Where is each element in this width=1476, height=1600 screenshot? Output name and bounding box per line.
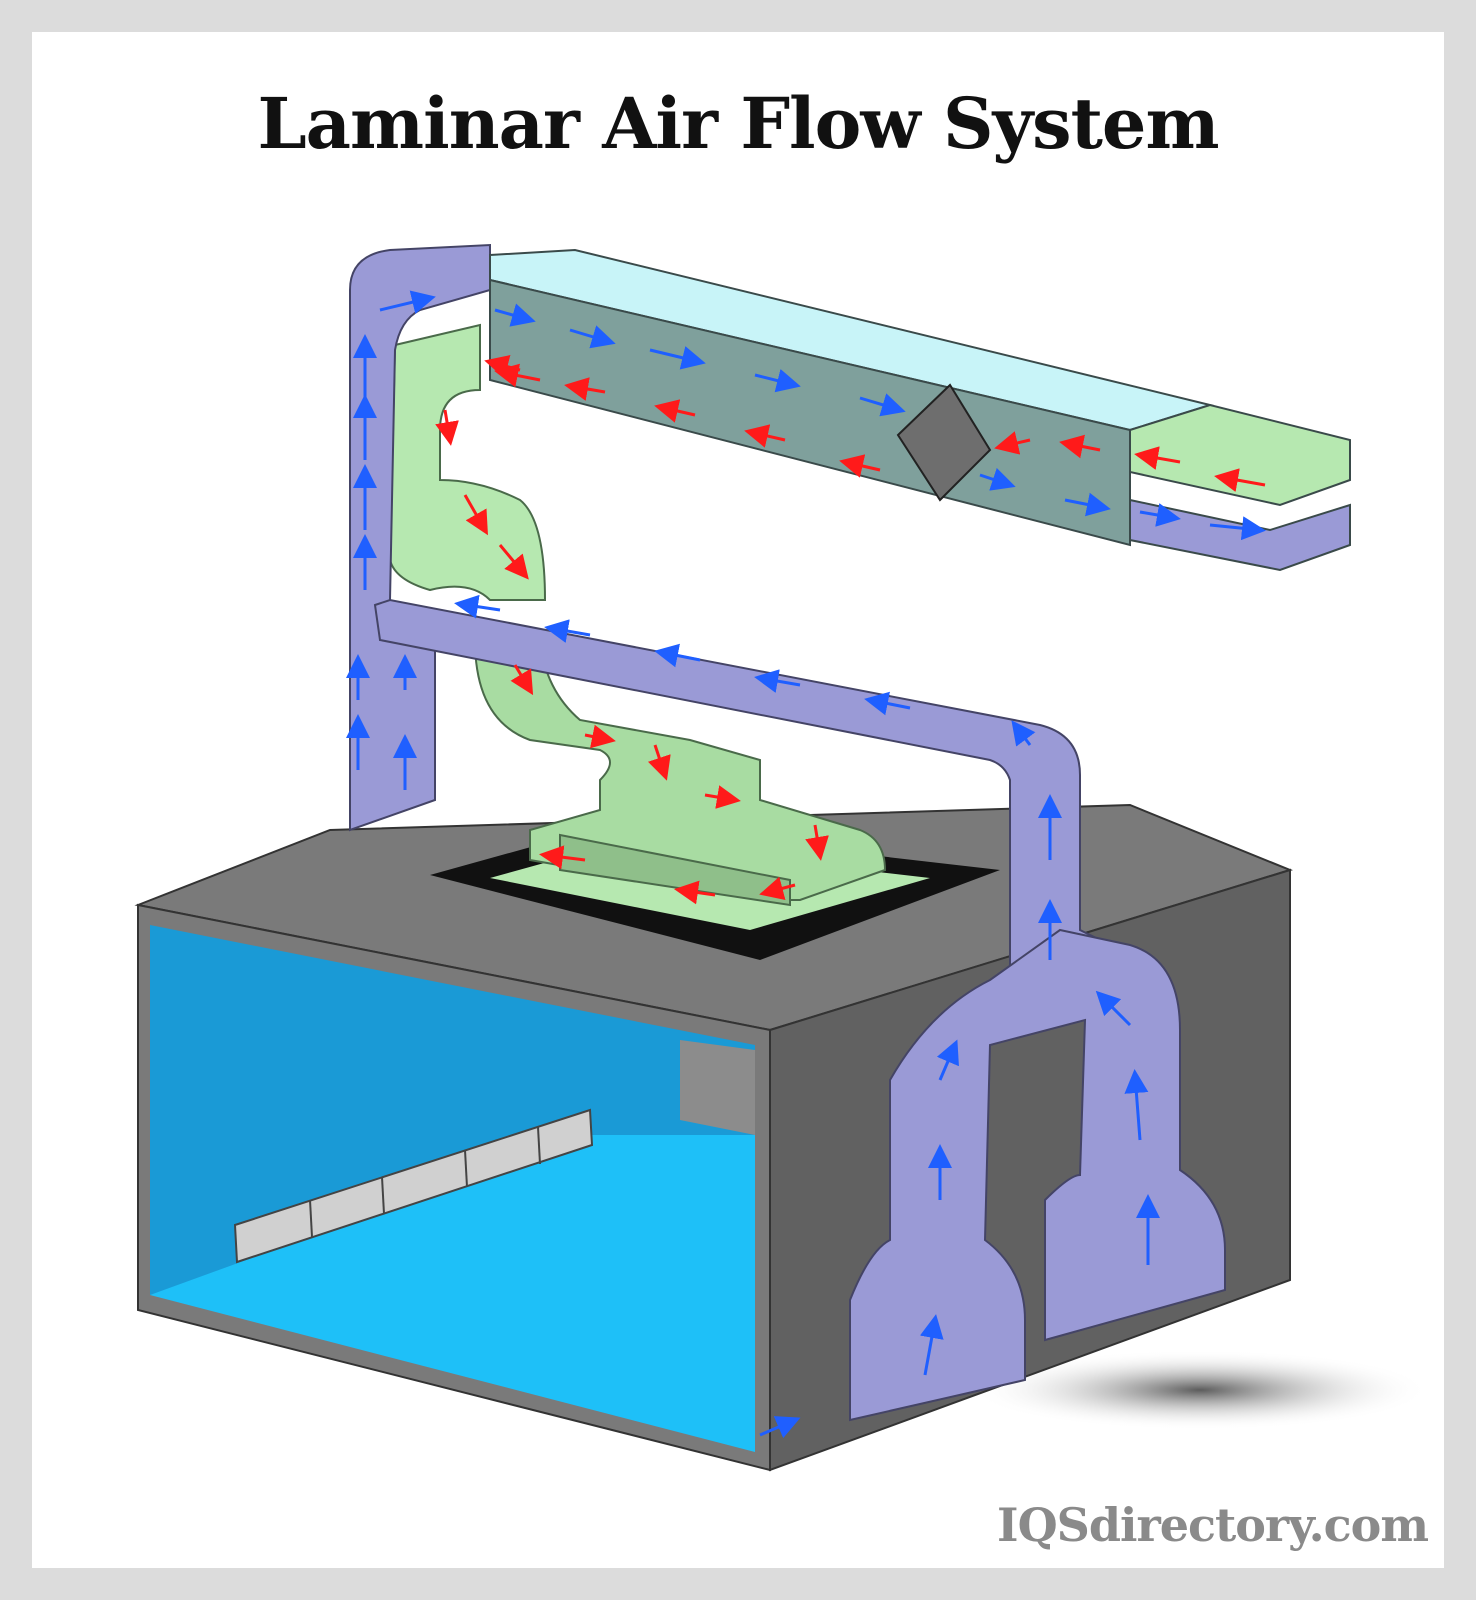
return-airflow-arrow-icon [1134, 446, 1181, 470]
filter-grille [233, 1108, 594, 1264]
supply-airflow-arrow-icon [859, 393, 906, 417]
supply-airflow-arrow-icon [454, 594, 501, 619]
supply-airflow-arrow-icon [1011, 720, 1036, 747]
return-airflow-arrow-icon [494, 363, 541, 388]
supply-airflow-arrow-icon [544, 619, 591, 643]
return-airflow-arrow-icon [1059, 434, 1101, 459]
supply-airflow-arrow-icon [759, 1416, 801, 1439]
supply-airflow-arrow-icon [936, 1039, 959, 1081]
return-airflow-arrow-icon [994, 431, 1031, 455]
main-overhead-duct [489, 248, 1351, 572]
return-airflow-arrow-icon [498, 544, 529, 580]
supply-airflow-arrow-icon [1095, 990, 1132, 1027]
floor-shadow [970, 1350, 1430, 1430]
supply-airflow-arrow-icon [864, 691, 911, 716]
return-airflow-arrow-icon [584, 724, 616, 749]
supply-airflow-arrow-icon [1139, 503, 1181, 527]
return-air-duct [388, 323, 887, 907]
return-airflow-arrow-icon [539, 845, 586, 870]
work-cabinet [134, 803, 1293, 1472]
return-airflow-arrow-icon [805, 824, 829, 861]
return-airflow-arrow-icon [463, 494, 488, 536]
supply-airflow-arrow-icon [649, 346, 706, 370]
return-airflow-arrow-icon [674, 880, 716, 905]
watermark-logo: IQSdirectory.com [997, 1498, 1429, 1552]
return-airflow-arrow-icon [704, 785, 741, 809]
chamber-floor [150, 1135, 755, 1452]
diagram-title: Laminar Air Flow System [257, 82, 1219, 165]
return-airflow-arrow-icon [647, 744, 671, 781]
supply-airflow-arrow-icon [569, 325, 616, 349]
return-airflow-arrow-icon [564, 377, 606, 401]
supply-airflow-arrow-icon [754, 368, 801, 393]
airflow-arrows [346, 290, 1266, 1439]
supply-airflow-arrow-icon [979, 467, 1016, 491]
supply-airflow-arrow-icon [654, 643, 701, 668]
supply-airflow-arrow-icon [1064, 492, 1111, 517]
return-airflow-arrow-icon [510, 664, 534, 696]
supply-airflow-arrow-icon [1209, 516, 1266, 541]
supply-airflow-arrow-icon [754, 669, 801, 693]
return-airflow-arrow-icon [759, 876, 796, 900]
supply-airflow-arrow-icon [1124, 1069, 1149, 1141]
supply-airflow-arrow-icon [494, 303, 536, 327]
chamber-side-wall [680, 1040, 755, 1135]
supply-outlet-duct [1129, 498, 1351, 572]
return-airflow-arrow-icon [1214, 468, 1266, 492]
return-airflow-arrow-icon [839, 454, 881, 478]
damper [896, 383, 992, 502]
return-airflow-arrow-icon [654, 399, 696, 423]
return-airflow-arrow-icon [435, 409, 459, 446]
duct-front-face [489, 278, 1131, 547]
return-airflow-arrow-icon [744, 424, 786, 448]
supply-airflow-arrow-icon [379, 290, 436, 314]
return-inlet-duct [1129, 403, 1351, 507]
supply-airflow-arrow-icon [919, 1314, 944, 1376]
